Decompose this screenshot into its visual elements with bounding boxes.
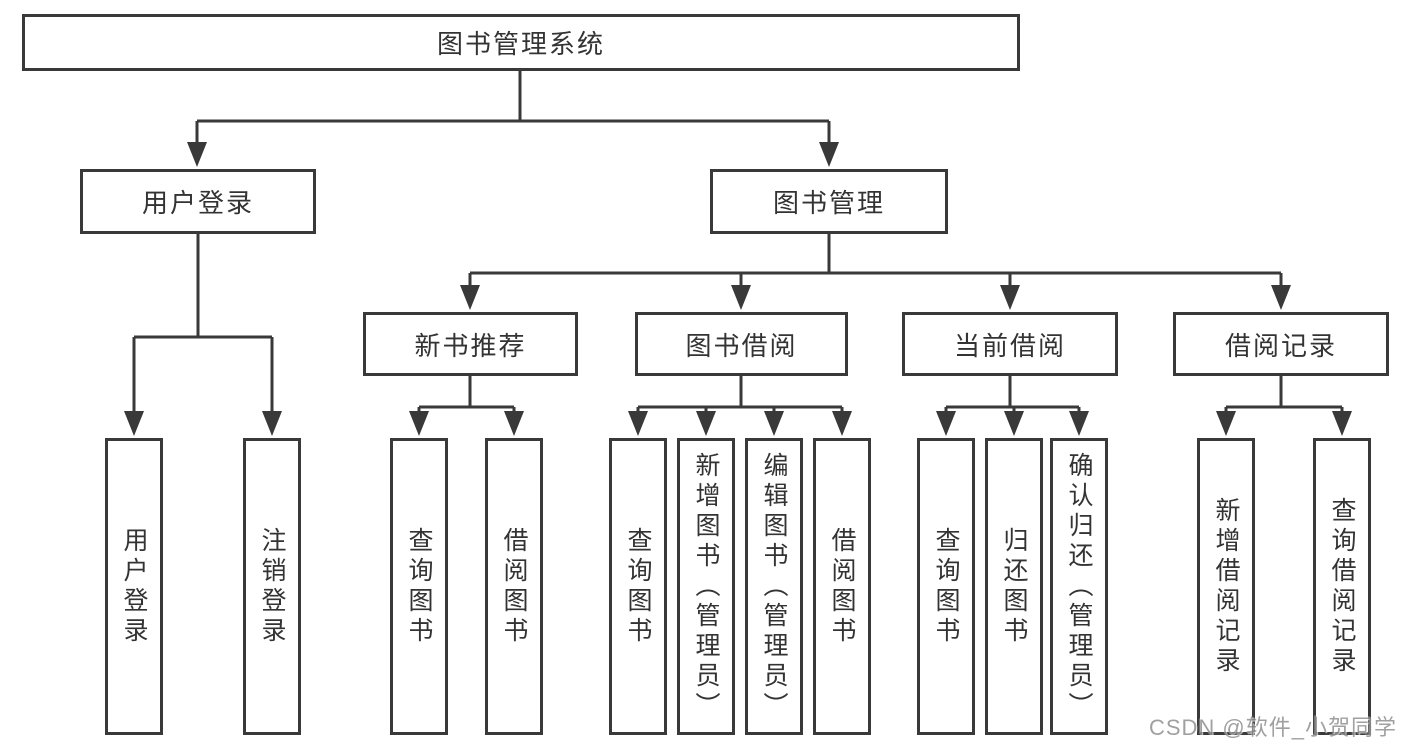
connector-book-mgmt-bus — [470, 234, 1281, 275]
arrowhead-icon — [628, 411, 648, 436]
arrowhead-icon — [936, 411, 956, 436]
node-book-management: 图书管理 — [710, 169, 948, 234]
node-root-label: 图书管理系统 — [436, 29, 605, 59]
connector-new-book-bus — [419, 376, 514, 409]
connector-user-login-bus — [134, 234, 272, 339]
leaf-query-borrow-record-label: 查询借阅记录 — [1328, 496, 1356, 677]
arrowhead-icon — [1004, 411, 1024, 436]
leaf-logout-label: 注销登录 — [258, 526, 286, 647]
leaf-query-books-2-label: 查询图书 — [624, 526, 652, 647]
connector-records-bus — [1226, 376, 1342, 409]
arrowhead-icon — [460, 285, 480, 310]
connector-buses — [134, 71, 1342, 409]
arrowhead-icon — [832, 411, 852, 436]
node-current-borrow: 当前借阅 — [902, 312, 1118, 376]
arrowhead-icon — [1000, 285, 1020, 310]
node-borrow-records-label: 借阅记录 — [1224, 330, 1337, 361]
leaf-borrow-books-1-label: 借阅图书 — [500, 526, 528, 647]
leaf-query-books-1: 查询图书 — [390, 438, 448, 735]
arrowhead-icon — [1069, 411, 1089, 436]
leaf-edit-book-admin-label: 编辑图书（管理员） — [760, 451, 788, 722]
leaf-query-books-2: 查询图书 — [609, 438, 667, 735]
leaf-add-borrow-record: 新增借阅记录 — [1197, 438, 1255, 735]
connector-current-bus — [946, 376, 1079, 409]
arrowhead-icon — [1332, 411, 1352, 436]
connector-borrow-bus — [638, 376, 842, 409]
arrowhead-icon — [819, 142, 839, 167]
leaf-confirm-return-admin-label: 确认归还（管理员） — [1065, 451, 1093, 722]
csdn-watermark: CSDN @软件_小贺同学 — [1148, 715, 1397, 740]
connector-root-bus — [197, 71, 829, 123]
node-root: 图书管理系统 — [22, 14, 1020, 71]
leaf-user-login-label: 用户登录 — [120, 526, 148, 647]
node-current-borrow-label: 当前借阅 — [953, 330, 1066, 361]
leaf-borrow-books-2-label: 借阅图书 — [828, 526, 856, 647]
leaf-edit-book-admin: 编辑图书（管理员） — [745, 438, 803, 735]
leaf-borrow-books-1: 借阅图书 — [485, 438, 543, 735]
arrowhead-icon — [124, 411, 144, 436]
arrowhead-icon — [764, 411, 784, 436]
arrowhead-icon — [187, 142, 207, 167]
arrowhead-icon — [1271, 285, 1291, 310]
arrowhead-icon — [262, 411, 282, 436]
leaf-user-login: 用户登录 — [105, 438, 163, 735]
arrowhead-icon — [731, 285, 751, 310]
node-user-login-label: 用户登录 — [141, 188, 254, 218]
node-book-borrow: 图书借阅 — [635, 312, 848, 376]
leaf-add-book-admin-label: 新增图书（管理员） — [692, 451, 720, 722]
node-user-login: 用户登录 — [80, 169, 316, 234]
leaf-return-book: 归还图书 — [985, 438, 1043, 735]
leaf-add-borrow-record-label: 新增借阅记录 — [1212, 496, 1240, 677]
node-borrow-records: 借阅记录 — [1173, 312, 1389, 376]
arrowheads — [124, 121, 1352, 436]
node-book-management-label: 图书管理 — [772, 188, 885, 218]
node-book-borrow-label: 图书借阅 — [685, 330, 798, 361]
arrowhead-icon — [409, 411, 429, 436]
leaf-logout: 注销登录 — [243, 438, 301, 735]
leaf-borrow-books-2: 借阅图书 — [813, 438, 871, 735]
leaf-query-books-1-label: 查询图书 — [405, 526, 433, 647]
arrowhead-icon — [1216, 411, 1236, 436]
arrowhead-icon — [504, 411, 524, 436]
node-new-book-recommend: 新书推荐 — [363, 312, 578, 376]
leaf-confirm-return-admin: 确认归还（管理员） — [1050, 438, 1108, 735]
arrowhead-icon — [696, 411, 716, 436]
node-new-book-recommend-label: 新书推荐 — [414, 330, 527, 361]
leaf-query-books-3-label: 查询图书 — [932, 526, 960, 647]
leaf-query-borrow-record: 查询借阅记录 — [1313, 438, 1371, 735]
leaf-query-books-3: 查询图书 — [917, 438, 975, 735]
leaf-add-book-admin: 新增图书（管理员） — [677, 438, 735, 735]
leaf-return-book-label: 归还图书 — [1000, 526, 1028, 647]
